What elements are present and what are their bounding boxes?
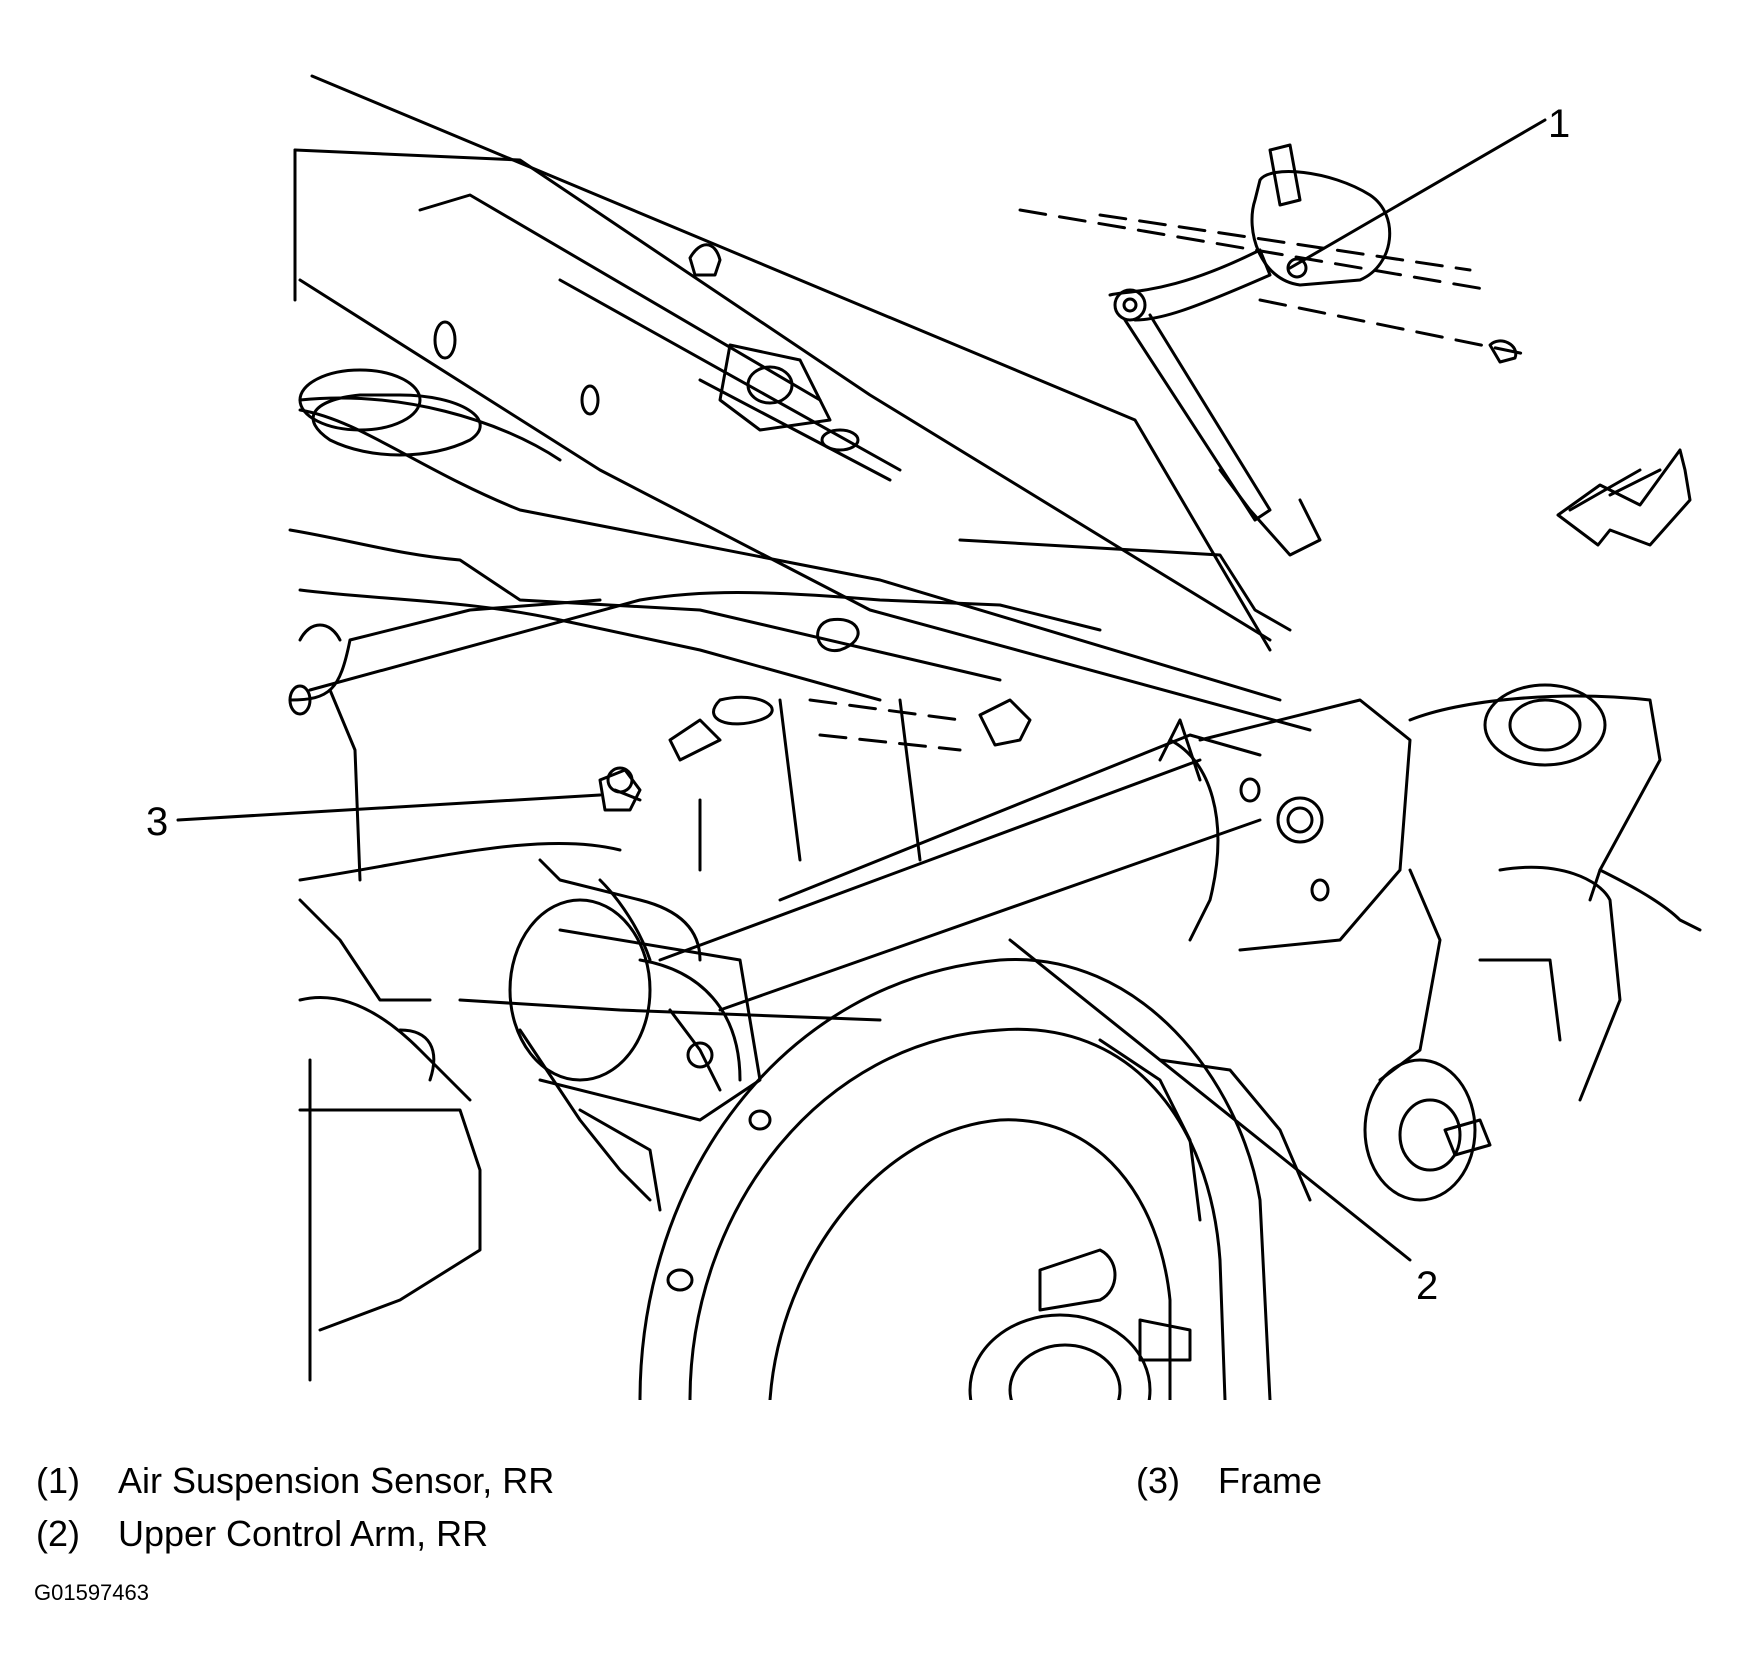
legend-label: Upper Control Arm, RR — [118, 1513, 489, 1554]
front-direction-arrow-icon — [1556, 448, 1692, 547]
legend-item-2: (2) Upper Control Arm, RR — [36, 1516, 488, 1552]
suspension-illustration — [176, 74, 1702, 1400]
leader-line-1 — [1288, 118, 1547, 270]
upper-control-arm-drawing — [508, 698, 1412, 1212]
legend-number: (2) — [36, 1513, 80, 1554]
frame-structure — [288, 74, 1312, 1382]
brake-drum-drawing — [638, 958, 1312, 1400]
knuckle-drawing — [1363, 683, 1702, 1202]
legend-label: Air Suspension Sensor, RR — [118, 1460, 555, 1501]
legend-number: (1) — [36, 1460, 80, 1501]
leader-line-3 — [176, 793, 602, 822]
legend-label: Frame — [1218, 1460, 1323, 1501]
legend-number: (3) — [1136, 1460, 1180, 1501]
air-suspension-sensor-drawing — [1018, 143, 1532, 557]
legend-item-3: (3) Frame — [1136, 1463, 1322, 1499]
callout-leaders — [176, 118, 1547, 1262]
callout-number-2: 2 — [1416, 1264, 1439, 1308]
figure-id: G01597463 — [34, 1580, 149, 1605]
callout-number-3: 3 — [146, 800, 169, 844]
frame-bracket-drawing — [598, 698, 1032, 812]
leader-line-2 — [1008, 938, 1412, 1262]
callout-number-1: 1 — [1548, 102, 1571, 146]
legend-item-1: (1) Air Suspension Sensor, RR — [36, 1463, 554, 1499]
